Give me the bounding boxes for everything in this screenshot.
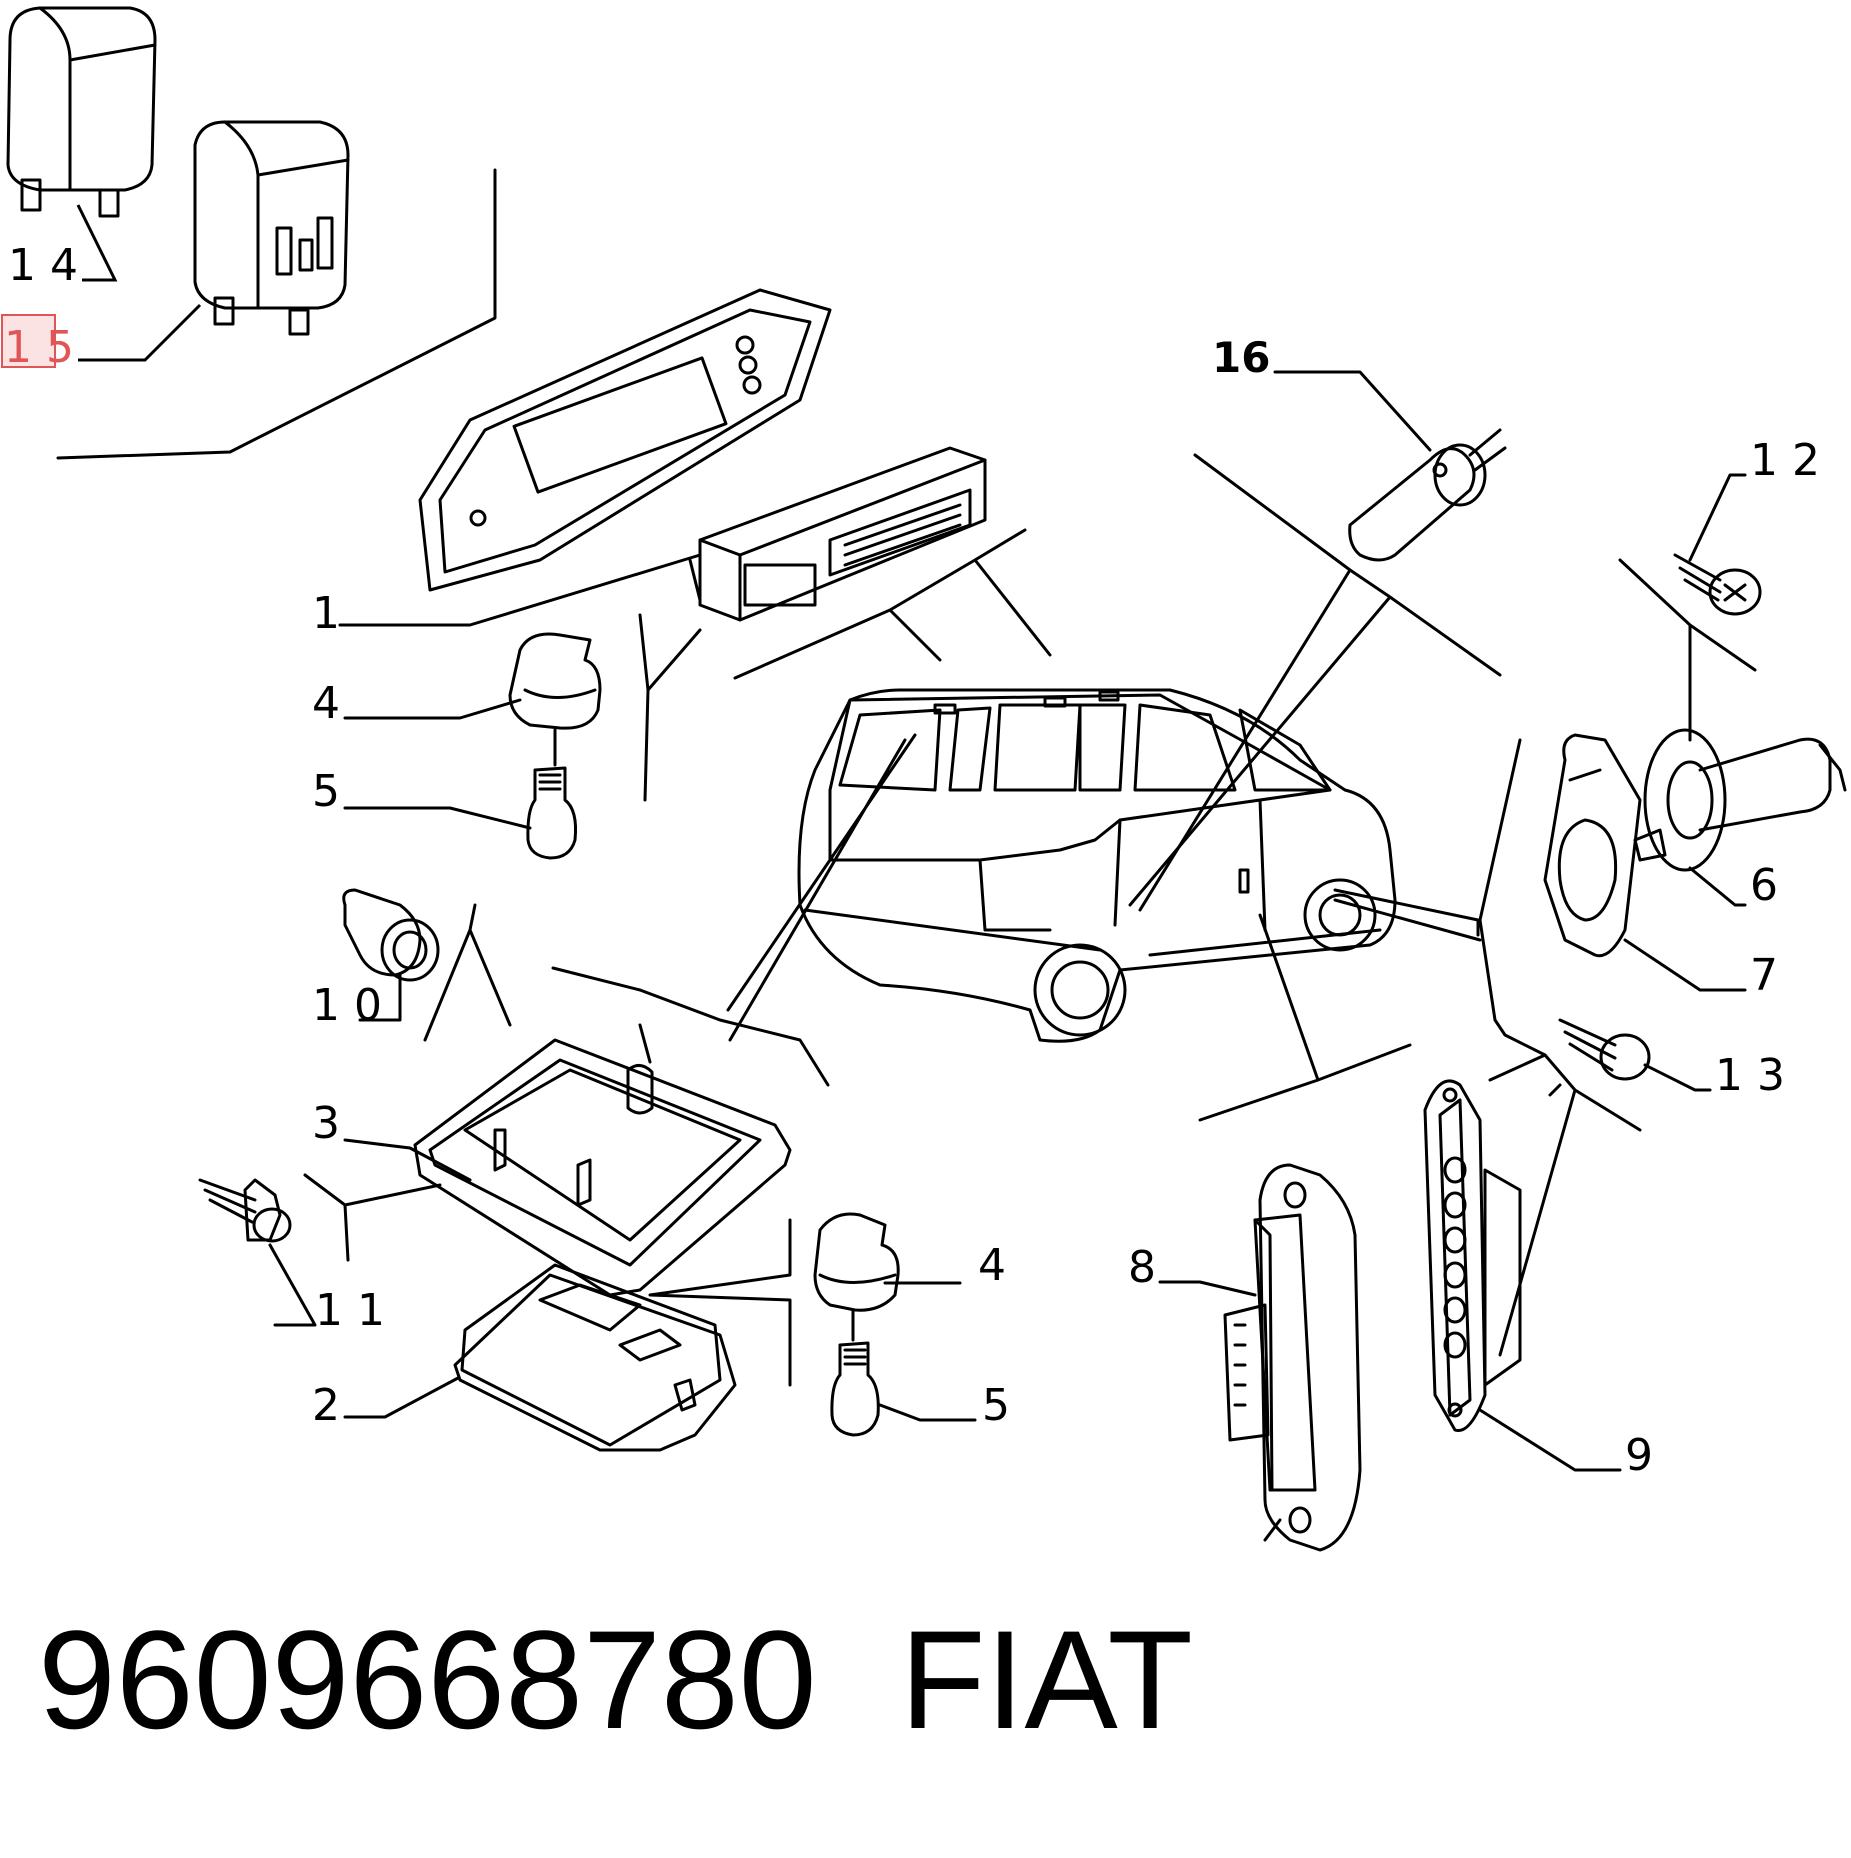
callout-6: 6 <box>1750 860 1778 911</box>
lamp-strip-part-9 <box>1423 1079 1522 1433</box>
leader-bracket-relays <box>56 168 497 460</box>
leader-15 <box>78 303 202 362</box>
leader-8 <box>1158 1280 1257 1297</box>
callout-15: 1 5 <box>4 322 74 373</box>
lamp-unit-part-8 <box>1223 1163 1362 1552</box>
roof-console-part-1 <box>418 288 832 592</box>
callout-9: 9 <box>1625 1430 1653 1481</box>
callout-5-upper: 5 <box>312 766 340 817</box>
callout-4-upper: 4 <box>312 678 340 729</box>
brand-name: FIAT <box>900 1601 1193 1758</box>
relay-part-15 <box>193 120 350 336</box>
roof-lamp-part-3 <box>413 1023 792 1297</box>
leader-5-upper <box>343 806 532 830</box>
callout-1: 1 <box>312 588 340 639</box>
courtesy-lens-part-7 <box>1543 733 1642 958</box>
bulb-part-5 <box>526 728 577 860</box>
leader-6 <box>1688 866 1747 907</box>
leader-14 <box>76 204 118 282</box>
callout-14: 1 4 <box>8 240 78 291</box>
lamp-holder-part-4 <box>508 632 602 730</box>
lamp-lens-part-2 <box>453 1263 737 1452</box>
cigar-lighter-part-16 <box>1348 428 1507 562</box>
leader-5-lower <box>878 1403 977 1422</box>
leader-9 <box>1478 1408 1622 1472</box>
highlight-box-callout-15 <box>1 314 56 368</box>
leader-16 <box>1273 370 1432 452</box>
lamp-holder-part-4-lower <box>813 1212 900 1312</box>
screw-part-12 <box>1673 553 1762 616</box>
leader-3 <box>343 1138 472 1182</box>
bulb-part-5-lower <box>830 1308 880 1437</box>
leader-4-upper <box>343 698 522 720</box>
callout-5-lower: 5 <box>982 1380 1010 1431</box>
socket-part-6 <box>1633 728 1847 872</box>
callout-2: 2 <box>312 1380 340 1431</box>
callout-12: 1 2 <box>1750 435 1820 486</box>
callout-3: 3 <box>312 1098 340 1149</box>
callout-4-lower: 4 <box>978 1240 1006 1291</box>
callout-16: 16 <box>1212 333 1270 382</box>
screw-part-11 <box>198 1178 292 1243</box>
leader-2 <box>343 1376 460 1419</box>
leader-12 <box>1688 473 1747 562</box>
callout-10: 1 0 <box>312 980 382 1031</box>
callout-11: 1 1 <box>315 1285 385 1336</box>
switch-panel-part-1 <box>688 446 987 622</box>
relay-part-14 <box>6 6 157 218</box>
screw-part-13 <box>1558 1018 1651 1081</box>
callout-7: 7 <box>1750 950 1778 1001</box>
leader-1 <box>338 553 702 627</box>
leader-11 <box>268 1243 317 1327</box>
grommet-plug-part-10 <box>342 888 440 982</box>
callout-8: 8 <box>1128 1242 1156 1293</box>
van-vehicle-illustration <box>797 688 1397 1043</box>
callout-13: 1 3 <box>1715 1050 1785 1101</box>
leader-10 <box>358 973 402 1022</box>
leader-13 <box>1643 1063 1712 1092</box>
part-number: 9609668780 <box>38 1601 817 1758</box>
leader-7 <box>1623 938 1747 992</box>
